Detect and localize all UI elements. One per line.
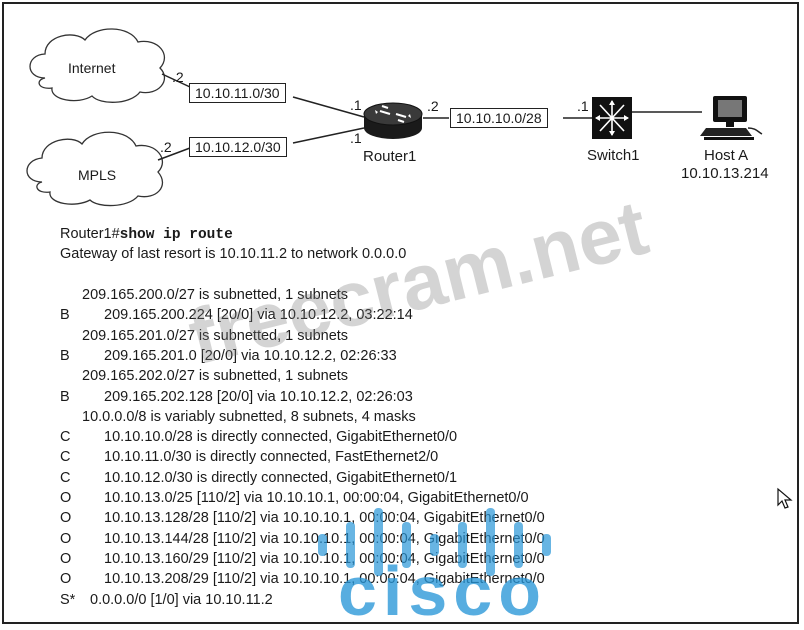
mouse-cursor-icon — [777, 487, 793, 509]
route-text: 10.0.0.0/8 is variably subnetted, 8 subn… — [82, 408, 416, 425]
route-text: 209.165.200.224 [20/0] via 10.10.12.2, 0… — [104, 307, 413, 324]
router-mpls-interface-label: .1 — [350, 130, 362, 146]
route-entry: C 10.10.10.0/28 is directly connected, Gi… — [60, 427, 457, 447]
route-entry: O 10.10.13.144/28 [110/2] via 10.10.10.1,… — [60, 529, 545, 549]
route-text: 10.10.11.0/30 is directly connected, Fas… — [104, 449, 439, 466]
route-entry: B 209.165.202.128 [20/0] via 10.10.12.2, … — [60, 387, 413, 407]
mpls-interface-label: .2 — [160, 139, 172, 155]
route-text: 10.10.12.0/30 is directly connected, Gig… — [104, 469, 458, 486]
host-ip-label: 10.10.13.214 — [681, 165, 769, 182]
switch-icon — [592, 97, 632, 139]
router-icon — [363, 102, 423, 139]
cli-prompt: Router1# — [60, 226, 120, 242]
host-name-label: Host A — [704, 147, 749, 164]
cli-command: show ip route — [119, 227, 233, 243]
host-computer-icon — [700, 96, 763, 140]
route-text: 209.165.202.0/27 is subnetted, 1 subnets — [82, 368, 349, 385]
route-code: S* — [60, 591, 76, 608]
internet-label: Internet — [68, 60, 116, 76]
route-entry: S* 0.0.0.0/0 [1/0] via 10.10.11.2 — [60, 590, 273, 610]
route-code: B — [60, 388, 70, 405]
route-text: 0.0.0.0/0 [1/0] via 10.10.11.2 — [90, 591, 273, 608]
internet-subnet-box: 10.10.11.0/30 — [189, 83, 286, 103]
route-code: O — [60, 530, 72, 547]
route-entry: B 209.165.201.0 [20/0] via 10.10.12.2, 02… — [60, 346, 397, 366]
mpls-label: MPLS — [78, 167, 117, 183]
switch-subnet-box: 10.10.10.0/28 — [450, 108, 548, 128]
route-text: 10.10.13.160/29 [110/2] via 10.10.10.1, … — [104, 550, 545, 567]
route-entry: O 10.10.13.0/25 [110/2] via 10.10.10.1, 0… — [60, 488, 529, 508]
route-code: C — [60, 449, 71, 466]
route-entry: 10.0.0.0/8 is variably subnetted, 8 subn… — [60, 407, 416, 427]
image-frame — [2, 2, 799, 624]
switch-label: Switch1 — [587, 147, 640, 164]
mpls-subnet-box: 10.10.12.0/30 — [189, 137, 287, 157]
route-code: C — [60, 469, 71, 486]
route-code: O — [60, 550, 72, 567]
route-text: 209.165.201.0 [20/0] via 10.10.12.2, 02:… — [104, 347, 397, 364]
router-label: Router1 — [363, 148, 417, 165]
route-entry: O 10.10.13.208/29 [110/2] via 10.10.10.1,… — [60, 569, 545, 589]
route-code: B — [60, 307, 70, 324]
route-entry: B 209.165.200.224 [20/0] via 10.10.12.2, … — [60, 305, 413, 325]
gateway-line: Gateway of last resort is 10.10.11.2 to … — [60, 246, 407, 262]
network-topology — [26, 28, 763, 207]
route-text: 10.10.13.128/28 [110/2] via 10.10.10.1, … — [104, 510, 545, 527]
route-entry: C 10.10.11.0/30 is directly connected, Fa… — [60, 447, 438, 467]
route-entry: O 10.10.13.128/28 [110/2] via 10.10.10.1,… — [60, 508, 545, 528]
route-code: B — [60, 347, 70, 364]
route-entry: O 10.10.13.160/29 [110/2] via 10.10.10.1,… — [60, 549, 545, 569]
route-code: O — [60, 510, 72, 527]
switch-interface-label: .1 — [577, 98, 589, 114]
route-text: 10.10.10.0/28 is directly connected, Gig… — [104, 429, 458, 446]
route-text: 10.10.13.208/29 [110/2] via 10.10.10.1, … — [104, 571, 545, 588]
route-code: O — [60, 490, 72, 506]
route-text: 209.165.202.128 [20/0] via 10.10.12.2, 0… — [104, 388, 413, 405]
router-switch-interface-label: .2 — [427, 98, 439, 114]
internet-interface-label: .2 — [172, 69, 184, 85]
internet-cloud — [29, 28, 166, 103]
mpls-cloud — [26, 131, 164, 207]
route-text: 209.165.200.0/27 is subnetted, 1 subnets — [82, 287, 349, 303]
router-internet-interface-label: .1 — [350, 97, 362, 113]
route-entry: 209.165.201.0/27 is subnetted, 1 subnets — [60, 326, 348, 346]
route-code: C — [60, 429, 71, 446]
route-text: 10.10.13.144/28 [110/2] via 10.10.10.1, … — [104, 530, 545, 547]
route-entry: 209.165.200.0/27 is subnetted, 1 subnets — [60, 285, 348, 305]
route-text: 10.10.13.0/25 [110/2] via 10.10.10.1, 00… — [104, 490, 529, 506]
route-text: 209.165.201.0/27 is subnetted, 1 subnets — [82, 327, 349, 344]
route-entry: 209.165.202.0/27 is subnetted, 1 subnets — [60, 366, 348, 386]
route-code: O — [60, 571, 72, 588]
cli-command-line: Router1#show ip route — [60, 224, 233, 245]
route-entry: C 10.10.12.0/30 is directly connected, Gi… — [60, 468, 457, 488]
